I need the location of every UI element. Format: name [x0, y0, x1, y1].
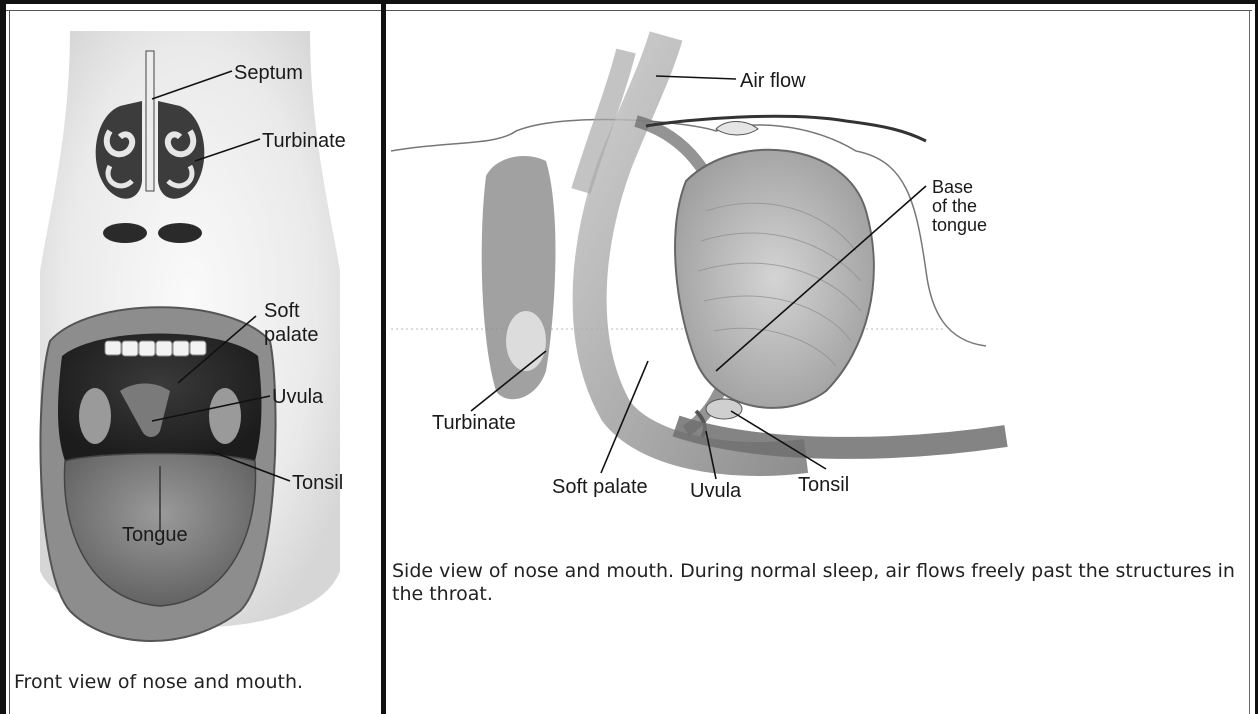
label-side-soft-palate: Soft palate — [552, 476, 648, 498]
side-turbinate — [506, 311, 546, 371]
left-nostril — [103, 223, 147, 243]
label-soft-palate-line2: palate — [264, 324, 319, 346]
front-view-illustration: Septum Turbinate Soft palate Uvula Tonsi… — [10, 11, 381, 661]
tongue-body — [675, 150, 874, 408]
label-tonsil: Tonsil — [292, 472, 343, 494]
front-view-caption: Front view of nose and mouth. — [14, 671, 303, 694]
upper-palate — [646, 116, 926, 141]
label-uvula: Uvula — [272, 386, 324, 408]
front-view-panel: Septum Turbinate Soft palate Uvula Tonsi… — [10, 11, 381, 714]
side-view-illustration: Air flow Base of the tongue Turbinate So… — [386, 11, 1249, 511]
label-soft-palate-line1: Soft — [264, 300, 300, 322]
front-teeth — [716, 122, 758, 136]
frame-inner-line-right — [1249, 10, 1250, 714]
septum-shape — [146, 51, 154, 191]
right-nostril — [158, 223, 202, 243]
label-side-tonsil: Tonsil — [798, 474, 849, 496]
label-base-line1: Base — [932, 177, 973, 197]
side-view-panel: Air flow Base of the tongue Turbinate So… — [386, 11, 1249, 714]
side-tonsil — [706, 399, 742, 419]
frame-border-left — [0, 0, 6, 714]
left-tonsil — [79, 388, 111, 444]
label-septum: Septum — [234, 62, 303, 84]
label-base-line3: tongue — [932, 215, 987, 235]
side-view-caption: Side view of nose and mouth. During norm… — [392, 560, 1242, 606]
right-tonsil — [209, 388, 241, 444]
label-base-line2: of the — [932, 196, 977, 216]
label-air-flow: Air flow — [740, 70, 806, 92]
frame-border-top — [0, 0, 1258, 4]
label-tongue: Tongue — [122, 524, 188, 546]
label-side-uvula: Uvula — [690, 480, 742, 502]
label-side-turbinate: Turbinate — [432, 412, 516, 434]
throat-tube — [676, 426, 1006, 448]
label-turbinate: Turbinate — [262, 130, 346, 152]
